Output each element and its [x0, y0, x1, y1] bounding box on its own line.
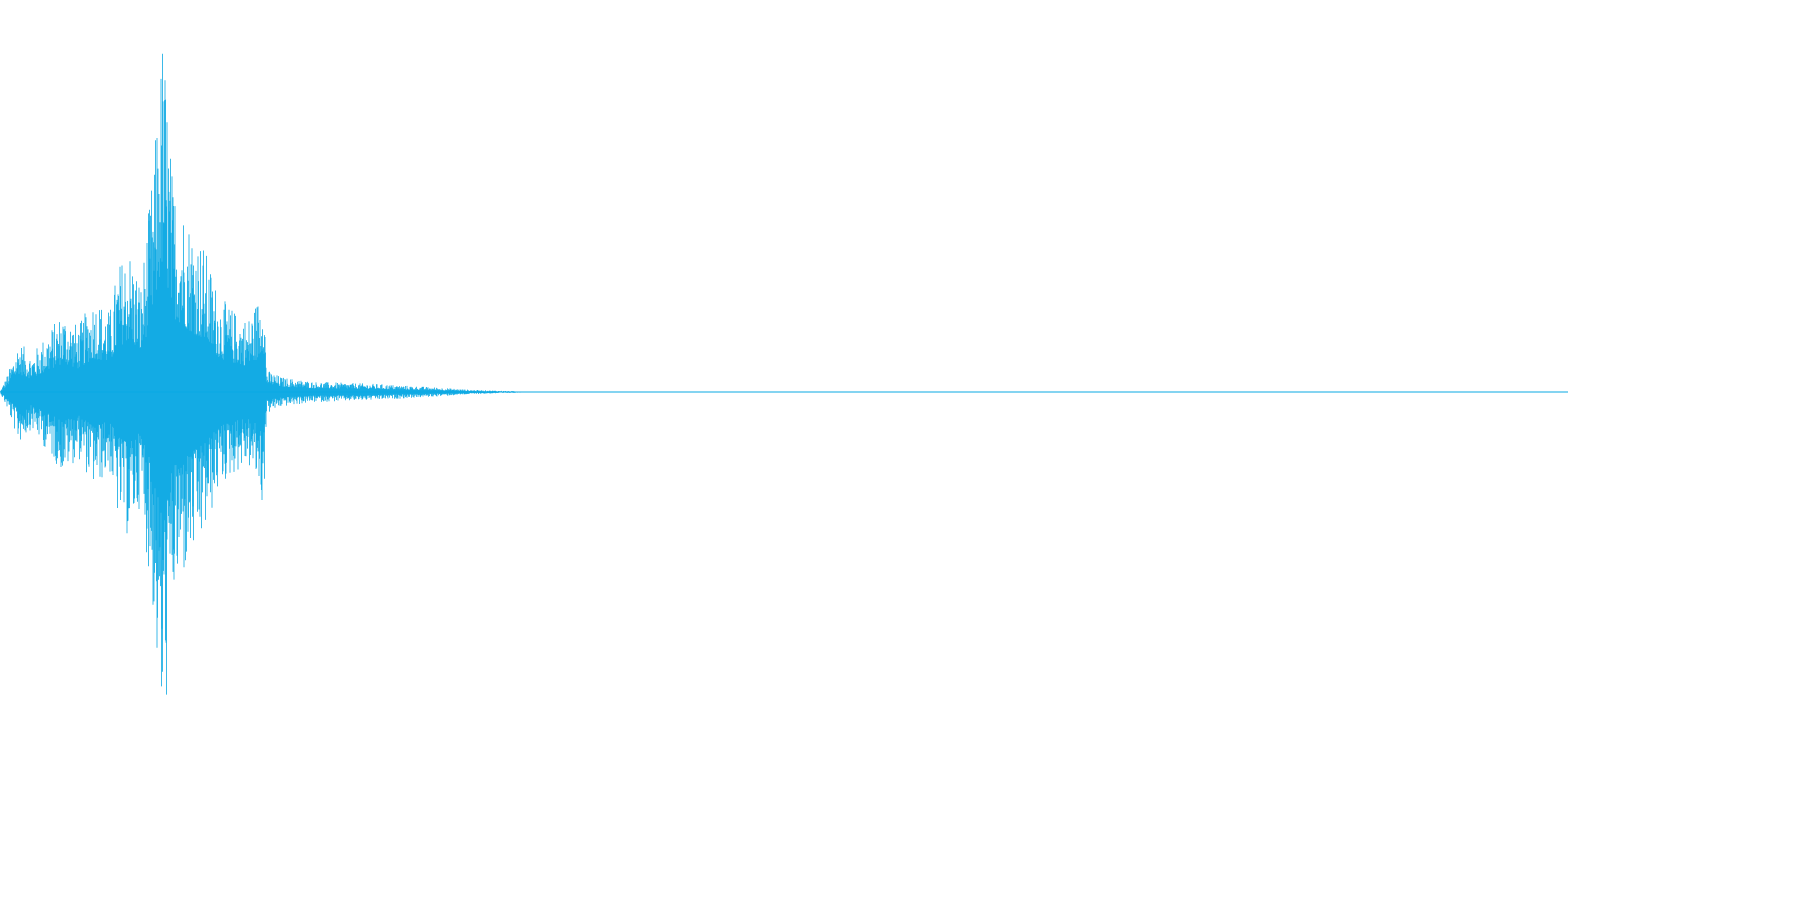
waveform-samples — [0, 53, 526, 695]
